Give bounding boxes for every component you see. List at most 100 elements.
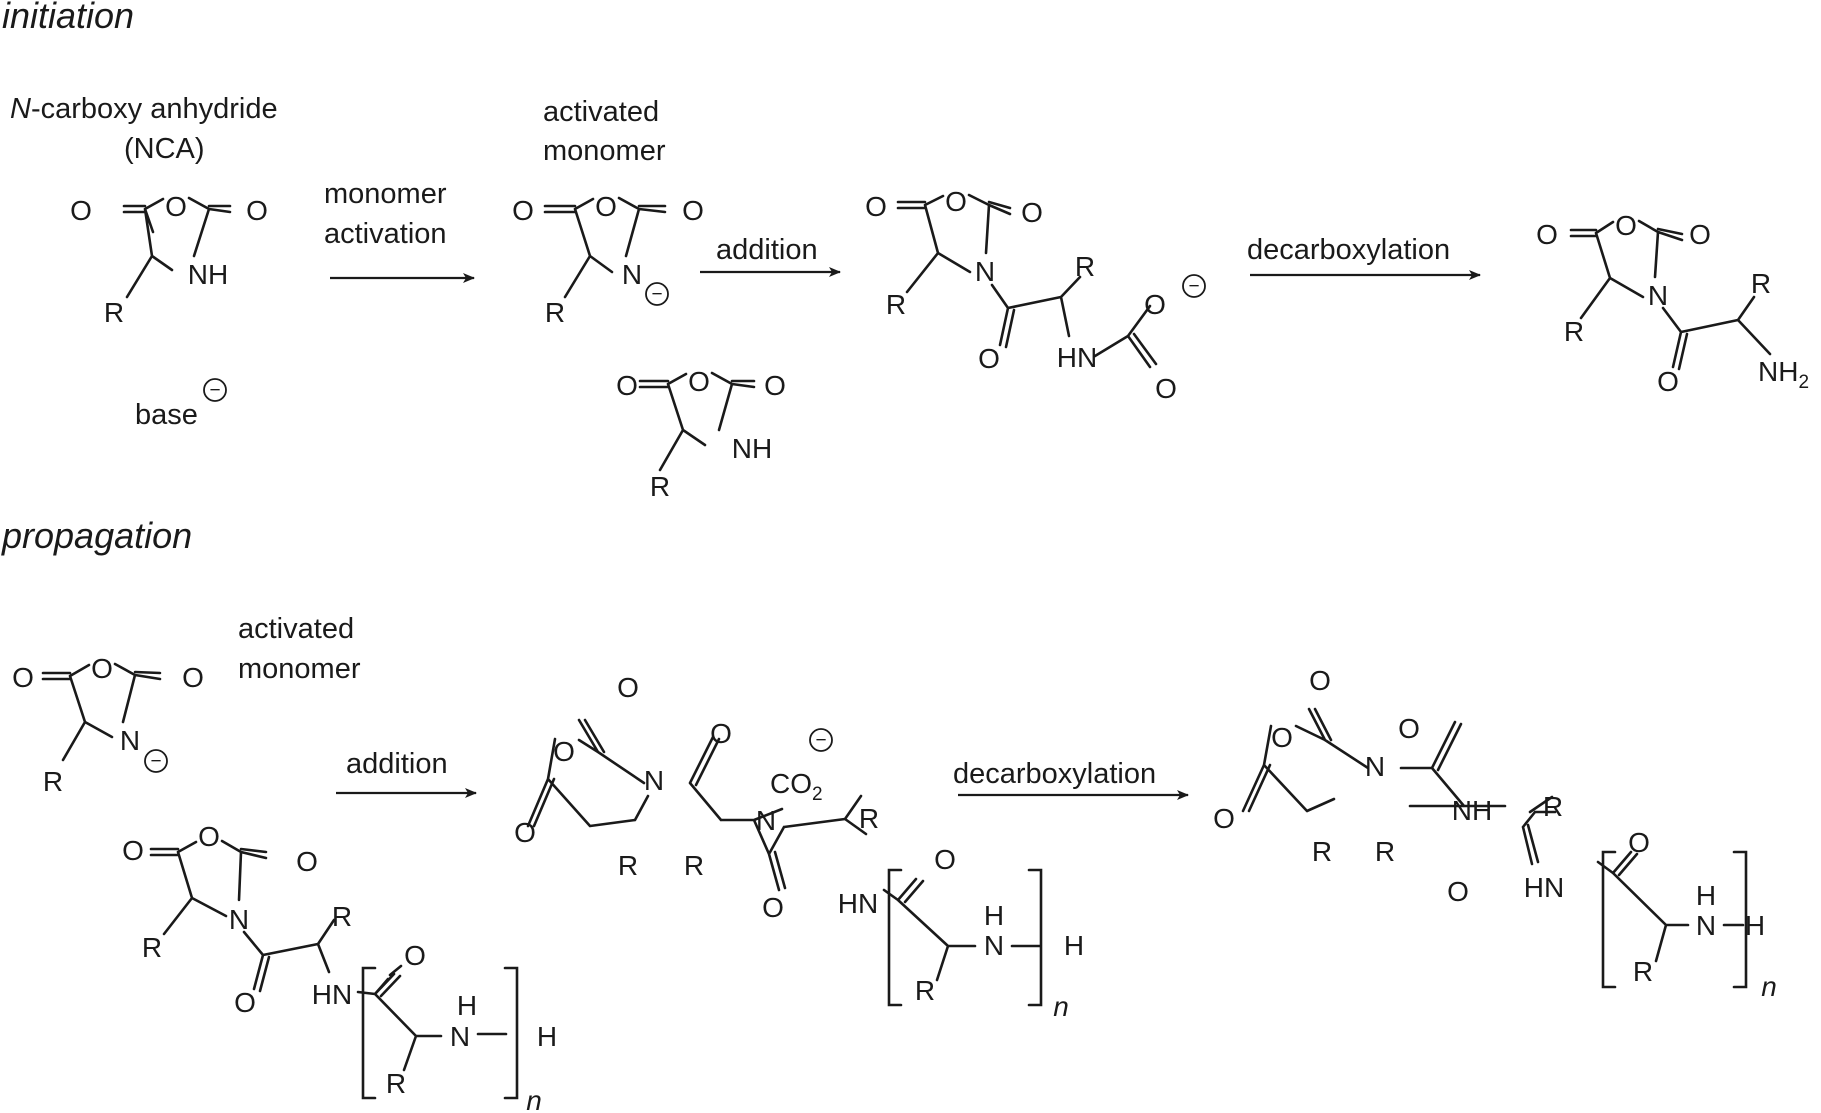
- svg-text:N: N: [1365, 751, 1385, 782]
- svg-text:−: −: [815, 730, 826, 751]
- svg-text:O: O: [595, 191, 617, 222]
- svg-text:O: O: [234, 987, 256, 1018]
- svg-text:NH: NH: [732, 433, 772, 464]
- svg-text:O: O: [198, 821, 220, 852]
- svg-text:R: R: [43, 766, 63, 797]
- activated-monomer-caption-2: activated monomer: [238, 613, 361, 685]
- svg-text:R: R: [142, 932, 162, 963]
- svg-text:O: O: [404, 940, 426, 971]
- nca-molecule-2: O O O NH R: [616, 366, 786, 502]
- svg-text:activated: activated: [238, 613, 354, 645]
- svg-text:O: O: [1536, 219, 1558, 250]
- svg-text:R: R: [650, 471, 670, 502]
- svg-text:R: R: [386, 1068, 406, 1099]
- svg-text:R: R: [859, 803, 879, 834]
- svg-text:NH: NH: [1452, 795, 1492, 826]
- svg-text:O: O: [1628, 827, 1650, 858]
- svg-text:O: O: [514, 817, 536, 848]
- svg-text:O: O: [865, 191, 887, 222]
- svg-text:N: N: [756, 805, 776, 836]
- svg-text:HN: HN: [312, 979, 352, 1010]
- svg-text:addition: addition: [716, 234, 818, 266]
- svg-text:H: H: [537, 1021, 557, 1052]
- svg-text:O: O: [978, 343, 1000, 374]
- svg-text:HN: HN: [1057, 342, 1097, 373]
- svg-text:O: O: [710, 718, 732, 749]
- svg-text:O: O: [1309, 665, 1331, 696]
- svg-text:N: N: [644, 765, 664, 796]
- svg-text:−: −: [209, 380, 220, 401]
- svg-text:N-carboxy anhydride: N-carboxy anhydride: [10, 93, 278, 125]
- svg-text:O: O: [512, 195, 534, 226]
- nca-caption: N-carboxy anhydride (NCA): [10, 93, 278, 165]
- svg-text:O: O: [1398, 713, 1420, 744]
- svg-text:R: R: [1543, 791, 1563, 822]
- svg-text:R: R: [332, 901, 352, 932]
- svg-text:H: H: [984, 900, 1004, 931]
- svg-text:N: N: [984, 930, 1004, 961]
- svg-text:O: O: [165, 191, 187, 222]
- svg-text:O: O: [1615, 210, 1637, 241]
- svg-text:N: N: [120, 725, 140, 756]
- svg-text:monomer: monomer: [238, 653, 361, 685]
- svg-text:n: n: [1761, 971, 1777, 1002]
- nh2-label: NH2: [1758, 356, 1809, 393]
- svg-text:−: −: [1188, 276, 1199, 297]
- activated-monomer-anion-2: O O O N − R: [12, 653, 204, 797]
- svg-text:R: R: [915, 975, 935, 1006]
- svg-text:NH: NH: [188, 259, 228, 290]
- svg-text:R: R: [1564, 316, 1584, 347]
- svg-text:O: O: [1657, 366, 1679, 397]
- svg-text:O: O: [182, 662, 204, 693]
- svg-text:activated: activated: [543, 96, 659, 128]
- svg-text:n: n: [1053, 991, 1069, 1022]
- propagation-heading: propagation: [1, 515, 192, 556]
- activated-monomer-anion-1: O O O N − R: [512, 191, 704, 328]
- arrow-addition-2: addition: [336, 748, 477, 798]
- arrow-monomer-activation: monomer activation: [324, 178, 475, 283]
- svg-text:O: O: [296, 846, 318, 877]
- svg-text:n: n: [526, 1085, 542, 1113]
- svg-text:O: O: [762, 892, 784, 923]
- carbamate-intermediate: O O O N R O R HN O − O: [865, 186, 1206, 404]
- svg-text:N: N: [1696, 910, 1716, 941]
- svg-text:O: O: [1155, 373, 1177, 404]
- svg-text:HN: HN: [838, 888, 878, 919]
- svg-text:monomer: monomer: [324, 178, 447, 210]
- amine-product: O O O N R O R NH2: [1536, 210, 1809, 397]
- svg-text:O: O: [91, 653, 113, 684]
- svg-text:N: N: [1648, 280, 1668, 311]
- svg-text:decarboxylation: decarboxylation: [1247, 234, 1450, 266]
- svg-text:O: O: [246, 195, 268, 226]
- svg-text:addition: addition: [346, 748, 448, 780]
- svg-text:R: R: [1633, 956, 1653, 987]
- svg-text:N: N: [622, 259, 642, 290]
- svg-text:O: O: [764, 370, 786, 401]
- svg-text:R: R: [886, 289, 906, 320]
- propagation-amine-product: O O N O R O R NH R O HN O H N H R n: [1213, 665, 1777, 1002]
- svg-text:H: H: [1745, 910, 1765, 941]
- nca-molecule: O O O NH R: [70, 191, 268, 328]
- svg-text:O: O: [70, 195, 92, 226]
- svg-text:H: H: [1696, 880, 1716, 911]
- svg-text:O: O: [1689, 219, 1711, 250]
- svg-text:O: O: [1213, 803, 1235, 834]
- base-anion: base −: [135, 378, 227, 431]
- svg-text:base: base: [135, 399, 198, 431]
- svg-text:O: O: [945, 186, 967, 217]
- svg-text:HN: HN: [1524, 872, 1564, 903]
- svg-text:O: O: [1271, 722, 1293, 753]
- nca-polypeptide-chain: O O O N R R O HN O H N H R n: [122, 821, 557, 1113]
- svg-text:O: O: [934, 844, 956, 875]
- svg-text:O: O: [688, 366, 710, 397]
- activated-monomer-caption-1: activated monomer: [543, 96, 666, 167]
- svg-text:O: O: [1021, 197, 1043, 228]
- svg-text:O: O: [12, 662, 34, 693]
- svg-text:H: H: [1064, 930, 1084, 961]
- svg-text:R: R: [104, 297, 124, 328]
- svg-text:R: R: [1375, 836, 1395, 867]
- svg-text:H: H: [457, 990, 477, 1021]
- svg-text:R: R: [1312, 836, 1332, 867]
- svg-text:(NCA): (NCA): [124, 133, 205, 165]
